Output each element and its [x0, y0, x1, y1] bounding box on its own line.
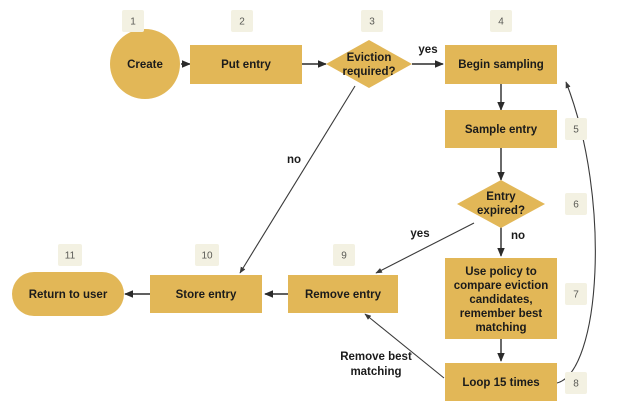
- node-loop-15-times-label: Loop 15 times: [462, 377, 539, 389]
- node-sample-entry-shape: [445, 110, 557, 148]
- node-begin-sampling-shape: [445, 45, 557, 84]
- badge-10-box: [195, 244, 219, 266]
- edge-label-remove-best-matching-line2: matching: [350, 366, 401, 378]
- badge-5-label: 5: [573, 125, 579, 136]
- node-create-shape: [110, 29, 180, 99]
- badge-7-label: 7: [573, 290, 579, 301]
- node-sample-entry[interactable]: Sample entry: [445, 110, 557, 148]
- badge-2-label: 2: [239, 17, 245, 28]
- badge-2-box: [231, 10, 253, 32]
- badge-1: 1: [122, 10, 144, 32]
- node-return-to-user-label: Return to user: [29, 289, 108, 301]
- badge-4: 4: [490, 10, 512, 32]
- badge-1-box: [122, 10, 144, 32]
- edge-entry-expired-yes-to-remove-entry: [375, 222, 475, 274]
- edge-loop-to-remove-entry: [364, 313, 445, 379]
- node-eviction-required-shape: [326, 40, 412, 88]
- badge-3-label: 3: [369, 17, 375, 28]
- badge-6: 6: [565, 193, 587, 215]
- badge-1-label: 1: [130, 17, 136, 28]
- node-use-policy-label-line3: candidates,: [469, 294, 532, 306]
- node-loop-15-times-shape: [445, 363, 557, 401]
- node-put-entry-shape: [190, 45, 302, 84]
- badge-4-label: 4: [498, 17, 504, 28]
- node-use-policy-label-line2: compare eviction: [454, 280, 549, 292]
- node-put-entry-label: Put entry: [221, 59, 271, 71]
- node-return-to-user[interactable]: Return to user: [12, 272, 124, 316]
- node-remove-entry-shape: [288, 275, 398, 313]
- node-begin-sampling-label: Begin sampling: [458, 59, 544, 71]
- badge-7-box: [565, 283, 587, 305]
- node-entry-expired-shape: [457, 180, 545, 228]
- node-loop-15-times[interactable]: Loop 15 times: [445, 363, 557, 401]
- edge-labels-group: yes no yes no Remove best matching: [287, 44, 525, 378]
- edge-label-eviction-no: no: [287, 154, 301, 166]
- node-entry-expired-label-line1: Entry: [486, 191, 516, 203]
- badge-6-label: 6: [573, 200, 579, 211]
- edge-label-remove-best-matching-line1: Remove best: [340, 351, 412, 363]
- node-create-label: Create: [127, 59, 163, 71]
- node-use-policy-label-line1: Use policy to: [465, 266, 537, 278]
- node-store-entry-shape: [150, 275, 262, 313]
- badge-6-box: [565, 193, 587, 215]
- badge-2: 2: [231, 10, 253, 32]
- node-begin-sampling[interactable]: Begin sampling: [445, 45, 557, 84]
- badge-5: 5: [565, 118, 587, 140]
- badge-3-box: [361, 10, 383, 32]
- node-return-to-user-shape: [12, 272, 124, 316]
- badge-9: 9: [333, 244, 355, 266]
- edge-eviction-no-to-store-entry: [239, 85, 356, 274]
- badge-4-box: [490, 10, 512, 32]
- edge-label-expired-no: no: [511, 230, 525, 242]
- edge-label-eviction-yes: yes: [418, 44, 437, 56]
- node-remove-entry-label: Remove entry: [305, 289, 382, 301]
- node-eviction-required-label-line2: required?: [342, 66, 395, 78]
- node-use-policy-label-line4: remember best: [460, 308, 543, 320]
- badge-8-label: 8: [573, 379, 579, 390]
- badge-8: 8: [565, 372, 587, 394]
- badge-10-label: 10: [201, 251, 213, 262]
- node-entry-expired[interactable]: Entry expired?: [457, 180, 545, 228]
- badge-8-box: [565, 372, 587, 394]
- node-eviction-required[interactable]: Eviction required?: [326, 40, 412, 88]
- badge-9-box: [333, 244, 355, 266]
- node-put-entry[interactable]: Put entry: [190, 45, 302, 84]
- edge-label-expired-yes: yes: [410, 228, 429, 240]
- badge-9-label: 9: [341, 251, 347, 262]
- badge-11-box: [58, 244, 82, 266]
- node-remove-entry[interactable]: Remove entry: [288, 275, 398, 313]
- badges-group: 1 2 3 4 5 6 7: [58, 10, 587, 394]
- badge-5-box: [565, 118, 587, 140]
- node-sample-entry-label: Sample entry: [465, 124, 538, 136]
- node-use-policy-shape: [445, 258, 557, 339]
- badge-11: 11: [58, 244, 82, 266]
- badge-10: 10: [195, 244, 219, 266]
- node-use-policy-label-line5: matching: [475, 322, 526, 334]
- node-create[interactable]: Create: [110, 29, 180, 99]
- node-use-policy[interactable]: Use policy to compare eviction candidate…: [445, 258, 557, 339]
- node-store-entry-label: Store entry: [176, 289, 237, 301]
- badge-3: 3: [361, 10, 383, 32]
- node-store-entry[interactable]: Store entry: [150, 275, 262, 313]
- node-entry-expired-label-line2: expired?: [477, 205, 525, 217]
- node-eviction-required-label-line1: Eviction: [347, 52, 392, 64]
- badge-7: 7: [565, 283, 587, 305]
- badge-11-label: 11: [65, 251, 76, 262]
